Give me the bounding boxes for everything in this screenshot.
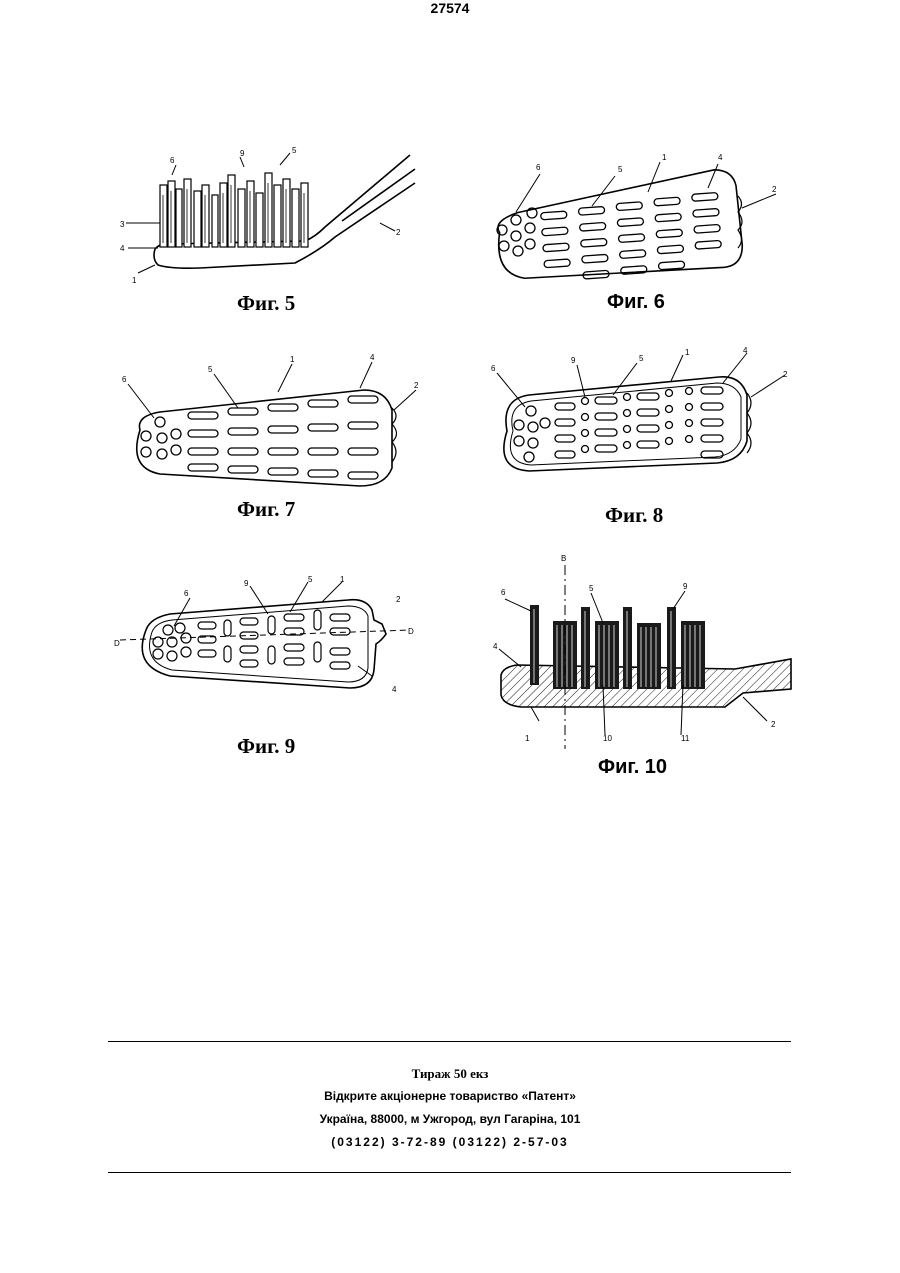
fig5-label-3: 3 bbox=[120, 220, 125, 229]
fig7-label-1: 1 bbox=[290, 355, 295, 364]
footer-top-rule bbox=[108, 1041, 791, 1042]
fig5-label-9: 9 bbox=[240, 149, 245, 158]
fig8-label-4: 4 bbox=[743, 346, 748, 355]
figure-9-caption: Фиг. 9 bbox=[237, 734, 295, 759]
fig9-label-9: 9 bbox=[244, 579, 249, 588]
fig5-label-4: 4 bbox=[120, 244, 125, 253]
fig9-label-6: 6 bbox=[184, 589, 189, 598]
fig10-label-1: 1 bbox=[525, 734, 530, 743]
fig9-label-4: 4 bbox=[392, 685, 397, 694]
fig6-label-6: 6 bbox=[536, 163, 541, 172]
fig7-label-4: 4 bbox=[370, 353, 375, 362]
fig8-label-9: 9 bbox=[571, 356, 576, 365]
fig7-label-2: 2 bbox=[414, 381, 419, 390]
fig10-label-6: 6 bbox=[501, 588, 506, 597]
figure-5-drawing: 6 9 5 3 4 1 2 bbox=[110, 145, 430, 295]
fig10-label-5: 5 bbox=[589, 584, 594, 593]
figure-6-drawing: 6 5 1 4 2 bbox=[480, 150, 780, 290]
figure-8-caption: Фиг. 8 bbox=[605, 503, 663, 528]
fig9-label-5: 5 bbox=[308, 575, 313, 584]
footer-circulation: Тираж 50 екз bbox=[0, 1066, 900, 1082]
fig10-label-11: 11 bbox=[681, 734, 690, 743]
fig8-label-5: 5 bbox=[639, 354, 644, 363]
page-number: 27574 bbox=[0, 0, 900, 16]
fig8-label-1: 1 bbox=[685, 348, 690, 357]
fig10-label-9: 9 bbox=[683, 582, 688, 591]
figure-6-caption: Фиг. 6 bbox=[607, 291, 665, 314]
fig5-label-5: 5 bbox=[292, 146, 297, 155]
fig7-label-6: 6 bbox=[122, 375, 127, 384]
fig10-label-10: 10 bbox=[603, 734, 612, 743]
footer-address: Україна, 88000, м Ужгород, вул Гагаріна,… bbox=[0, 1112, 900, 1126]
fig5-label-2: 2 bbox=[396, 228, 401, 237]
fig8-label-2: 2 bbox=[783, 370, 788, 379]
fig10-label-b: B bbox=[561, 554, 566, 563]
fig6-label-2: 2 bbox=[772, 185, 777, 194]
fig6-label-5: 5 bbox=[618, 165, 623, 174]
figure-5-caption: Фиг. 5 bbox=[237, 291, 295, 316]
fig6-label-1: 1 bbox=[662, 153, 667, 162]
fig9-label-2: 2 bbox=[396, 595, 401, 604]
figure-10-caption: Фиг. 10 bbox=[598, 756, 667, 779]
fig8-label-6: 6 bbox=[491, 364, 496, 373]
fig6-label-4: 4 bbox=[718, 153, 723, 162]
fig10-label-4: 4 bbox=[493, 642, 498, 651]
footer-company: Відкрите акціонерне товариство «Патент» bbox=[0, 1089, 900, 1103]
fig10-label-2: 2 bbox=[771, 720, 776, 729]
fig5-label-1: 1 bbox=[132, 276, 137, 285]
fig9-label-d-right: D bbox=[408, 627, 414, 636]
figure-8-drawing: 6 9 5 1 4 2 bbox=[485, 345, 795, 495]
figure-9-drawing: 6 9 5 1 2 4 D D bbox=[110, 570, 420, 710]
fig7-label-5: 5 bbox=[208, 365, 213, 374]
figure-10-drawing: B 6 5 9 4 1 10 11 2 bbox=[485, 545, 795, 755]
footer-bottom-rule bbox=[108, 1172, 791, 1173]
footer-phone: (03122) 3-72-89 (03122) 2-57-03 bbox=[0, 1135, 900, 1149]
figure-7-caption: Фиг. 7 bbox=[237, 497, 295, 522]
figure-7-drawing: 6 5 1 4 2 bbox=[110, 350, 430, 495]
fig5-label-6: 6 bbox=[170, 156, 175, 165]
fig9-label-d-left: D bbox=[114, 639, 120, 648]
fig9-label-1: 1 bbox=[340, 575, 345, 584]
